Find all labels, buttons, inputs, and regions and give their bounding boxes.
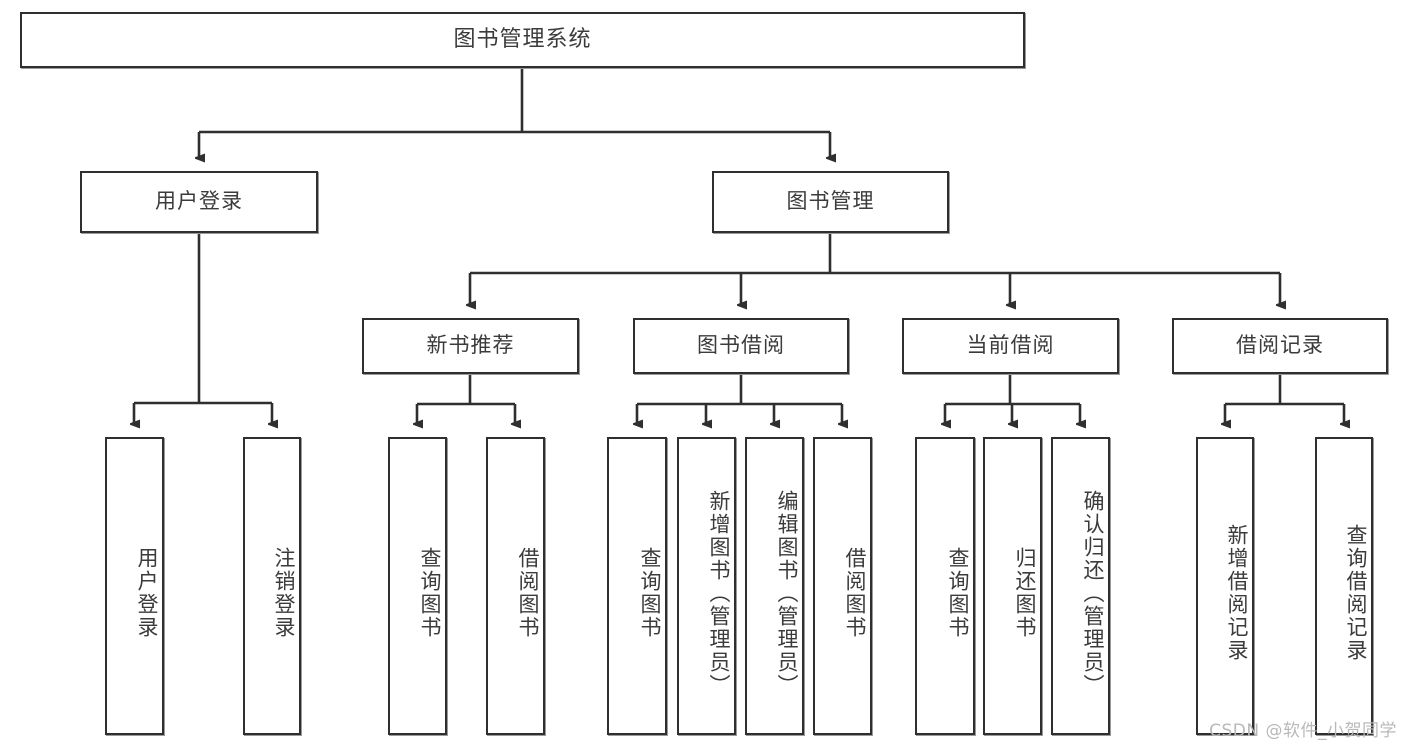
node-label: 查询图书	[638, 547, 662, 639]
node-label: 图书借阅	[697, 333, 785, 358]
node-root-system[interactable]: 图书管理系统	[20, 12, 1025, 68]
node-label: 当前借阅	[966, 333, 1055, 358]
node-label: 注销登录	[272, 547, 296, 639]
node-label: 编辑图书（管理员）	[775, 489, 799, 697]
node-label: 查询图书	[946, 547, 970, 639]
node-leaf-query-book-borrow[interactable]: 查询图书	[607, 437, 667, 735]
node-label: 借阅图书	[516, 547, 540, 639]
node-label: 确认归还（管理员）	[1081, 489, 1105, 697]
node-borrow-record[interactable]: 借阅记录	[1172, 318, 1388, 374]
node-label: 借阅记录	[1236, 333, 1324, 358]
node-label: 查询借阅记录	[1344, 524, 1368, 662]
node-label: 用户登录	[155, 189, 243, 214]
node-label: 借阅图书	[843, 547, 867, 639]
node-label: 新书推荐	[426, 333, 515, 358]
node-leaf-confirm-return-admin[interactable]: 确认归还（管理员）	[1051, 437, 1110, 735]
node-leaf-add-borrow-record[interactable]: 新增借阅记录	[1196, 437, 1254, 735]
node-leaf-query-book-recommend[interactable]: 查询图书	[388, 437, 447, 735]
node-leaf-query-borrow-record[interactable]: 查询借阅记录	[1315, 437, 1373, 735]
node-leaf-user-login[interactable]: 用户登录	[105, 437, 164, 735]
node-leaf-edit-book-admin[interactable]: 编辑图书（管理员）	[745, 437, 804, 735]
node-book-borrow[interactable]: 图书借阅	[633, 318, 849, 374]
node-label: 新增图书（管理员）	[707, 489, 731, 697]
watermark-text: CSDN @软件_小贺同学	[1209, 721, 1397, 741]
node-book-management[interactable]: 图书管理	[712, 171, 949, 233]
node-leaf-borrow-book-recommend[interactable]: 借阅图书	[486, 437, 545, 735]
node-label: 用户登录	[135, 547, 159, 639]
node-user-login[interactable]: 用户登录	[80, 171, 318, 233]
node-leaf-query-book-current[interactable]: 查询图书	[915, 437, 975, 735]
node-label: 归还图书	[1013, 547, 1037, 639]
node-leaf-return-book[interactable]: 归还图书	[983, 437, 1042, 735]
node-leaf-add-book-admin[interactable]: 新增图书（管理员）	[677, 437, 736, 735]
node-label: 图书管理系统	[453, 26, 592, 52]
node-leaf-borrow-book[interactable]: 借阅图书	[813, 437, 872, 735]
node-label: 新增借阅记录	[1225, 524, 1249, 662]
node-new-book-recommend[interactable]: 新书推荐	[362, 318, 579, 374]
node-label: 图书管理	[786, 189, 875, 214]
node-leaf-logout[interactable]: 注销登录	[243, 437, 301, 735]
node-current-borrow[interactable]: 当前借阅	[902, 318, 1119, 374]
node-label: 查询图书	[418, 547, 442, 639]
